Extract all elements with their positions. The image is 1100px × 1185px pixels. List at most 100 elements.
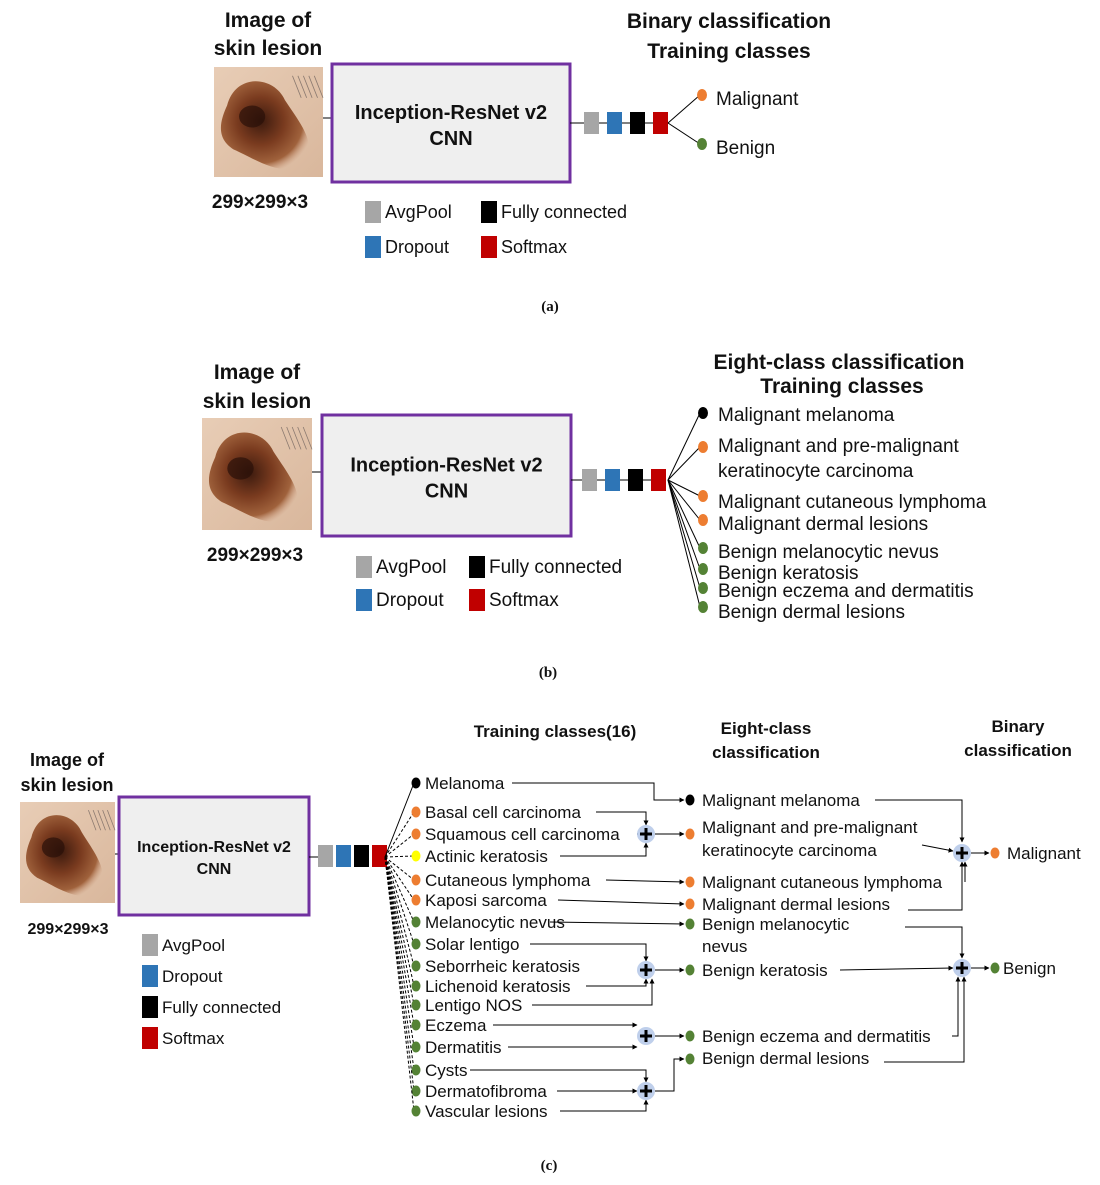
panel-c-training-label-3: Actinic keratosis bbox=[425, 847, 548, 866]
panel-c-training-label-10: Lentigo NOS bbox=[425, 996, 522, 1015]
hair-line bbox=[97, 809, 106, 831]
panel-c-training-label-9: Lichenoid keratosis bbox=[425, 977, 571, 996]
panel-c-eight-label-1-line1: Malignant and pre-malignant bbox=[702, 818, 918, 837]
panel-c-legend-label-avgpool: AvgPool bbox=[162, 936, 225, 955]
panel-b-cnn-box bbox=[320, 413, 573, 538]
panel-c-training-dot-15 bbox=[411, 1105, 421, 1117]
panel-c-dropout-block bbox=[336, 845, 351, 867]
hair-line bbox=[303, 75, 313, 98]
connector-line bbox=[667, 479, 701, 608]
panel-c-cnn-box bbox=[117, 795, 311, 917]
panel-c-training-label-7: Solar lentigo bbox=[425, 935, 520, 954]
connector-line bbox=[384, 855, 415, 858]
hair-line bbox=[292, 75, 302, 98]
panel-c-caption: (c) bbox=[541, 1158, 558, 1174]
panel-b-legend-swatch-softmax bbox=[469, 589, 485, 611]
connector-line bbox=[557, 899, 685, 907]
panel-c-binary-label-0: Malignant bbox=[1007, 844, 1081, 863]
panel-c-training-label-11: Eczema bbox=[425, 1016, 487, 1035]
panel-a-legend-label-fully-connected: Fully connected bbox=[501, 202, 627, 222]
connector-line bbox=[512, 782, 685, 803]
panel-c-softmax-block bbox=[372, 845, 387, 867]
panel-c-header-training: Training classes(16) bbox=[474, 722, 637, 741]
panel-b-legend-swatch-fully-connected bbox=[469, 556, 485, 578]
panel-c-training-dot-8 bbox=[411, 960, 421, 972]
panel-a-legend-swatch-fully-connected bbox=[481, 201, 497, 223]
panel-c-eight-label-4-line2: nevus bbox=[702, 937, 747, 956]
connector-line bbox=[884, 976, 967, 1063]
panel-c-training-label-15: Vascular lesions bbox=[425, 1102, 548, 1121]
panel-b-image-label-line2: skin lesion bbox=[203, 390, 312, 413]
panel-c-eight-label-5: Benign keratosis bbox=[702, 961, 828, 980]
panel-c-input-dims: 299×299×3 bbox=[28, 921, 109, 938]
connector-line bbox=[384, 856, 415, 1092]
panel-c-eight-label-3: Malignant dermal lesions bbox=[702, 895, 890, 914]
panel-c-skin-lesion-image bbox=[20, 802, 116, 903]
panel-c-eight-dot-6 bbox=[685, 1030, 695, 1042]
merge-plus-icon bbox=[956, 962, 968, 974]
panel-c-eight-label-6: Benign eczema and dermatitis bbox=[702, 1027, 931, 1046]
lesion-dark-spot bbox=[41, 837, 65, 858]
connector-line bbox=[470, 1069, 649, 1083]
panel-c-training-dot-7 bbox=[411, 938, 421, 950]
panel-c-training-dot-4 bbox=[411, 874, 421, 886]
panel-c-eight-dot-5 bbox=[685, 964, 695, 976]
panel-c-eight-label-4-line1: Benign melanocytic bbox=[702, 915, 850, 934]
panel-b-skin-lesion-image bbox=[202, 418, 313, 530]
lesion-dark-spot bbox=[239, 105, 266, 128]
panel-c-header-eight-line1: Eight-class bbox=[721, 719, 812, 738]
connector-line bbox=[667, 479, 701, 589]
panel-b-class-label-5: Benign keratosis bbox=[718, 563, 858, 584]
connector-line bbox=[908, 861, 965, 911]
panel-c-eight-dot-3 bbox=[685, 898, 695, 910]
connector-line bbox=[667, 446, 701, 481]
panel-a-fully-connected-block bbox=[630, 112, 645, 134]
panel-c-training-label-8: Seborrheic keratosis bbox=[425, 957, 580, 976]
panel-b-legend-swatch-avgpool bbox=[356, 556, 372, 578]
panel-c-cnn-box-title: Inception-ResNet v2 bbox=[137, 839, 291, 856]
panel-c-training-label-6: Melanocytic nevus bbox=[425, 913, 565, 932]
panel-b-class-label-6: Benign eczema and dermatitis bbox=[718, 581, 974, 602]
panel-a-legend-label-softmax: Softmax bbox=[501, 237, 567, 257]
panel-a-legend-swatch-softmax bbox=[481, 236, 497, 258]
panel-b-legend-label-dropout: Dropout bbox=[376, 590, 444, 611]
connector-line bbox=[549, 921, 685, 927]
panel-c-eight-dot-1 bbox=[685, 828, 695, 840]
panel-c-training-label-4: Cutaneous lymphoma bbox=[425, 871, 591, 890]
panel-a-softmax-block bbox=[653, 112, 668, 134]
connector-line bbox=[560, 842, 649, 857]
panel-b-image-label-line1: Image of bbox=[214, 361, 301, 384]
hair-line bbox=[291, 426, 302, 450]
panel-a-legend-swatch-dropout bbox=[365, 236, 381, 258]
panel-c-image-label-line2: skin lesion bbox=[20, 775, 113, 795]
panel-b-input-dims: 299×299×3 bbox=[207, 545, 303, 566]
panel-a-class-dot-1 bbox=[697, 138, 707, 150]
panel-a-cnn-box-subtitle: CNN bbox=[429, 128, 472, 150]
hair-line bbox=[286, 426, 296, 450]
connector-line bbox=[384, 856, 415, 1006]
panel-c-binary-dot-1 bbox=[990, 962, 1000, 974]
connector-line bbox=[655, 1056, 685, 1092]
merge-plus-icon bbox=[956, 847, 968, 859]
connector-line bbox=[667, 122, 701, 145]
hair-line bbox=[102, 809, 111, 831]
panel-c-training-dot-3 bbox=[411, 850, 421, 862]
panel-c-legend-swatch-dropout bbox=[142, 965, 158, 987]
panel-c-training-dot-10 bbox=[411, 999, 421, 1011]
connector-line bbox=[667, 479, 701, 521]
hair-line bbox=[88, 809, 97, 831]
connector-line bbox=[384, 856, 415, 1112]
panel-a-cnn-box bbox=[330, 62, 572, 184]
connector-line bbox=[605, 879, 685, 885]
panel-c-eight-label-0: Malignant melanoma bbox=[702, 791, 860, 810]
panel-b-legend-swatch-dropout bbox=[356, 589, 372, 611]
panel-a-legend-label-avgpool: AvgPool bbox=[385, 202, 452, 222]
panel-b-class-label-1-line1: Malignant and pre-malignant bbox=[718, 436, 960, 457]
panel-c-training-dot-14 bbox=[411, 1085, 421, 1097]
connector-line bbox=[384, 856, 415, 987]
panel-c-eight-dot-0 bbox=[685, 794, 695, 806]
panel-b-cnn-box-subtitle: CNN bbox=[425, 481, 468, 503]
panel-b-class-dot-7 bbox=[698, 601, 708, 613]
connector-line bbox=[530, 943, 649, 962]
